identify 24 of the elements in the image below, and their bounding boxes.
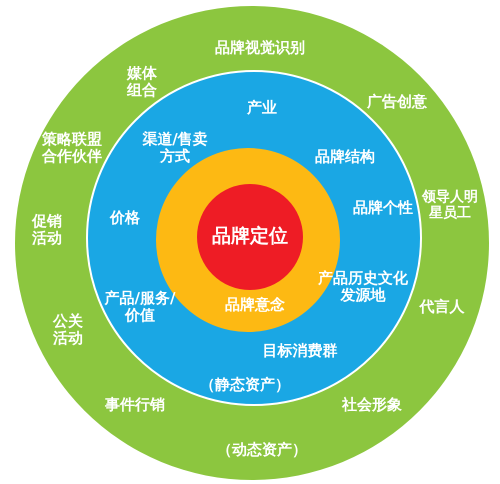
ring-label: 品牌结构: [314, 148, 376, 166]
ring-label: 策略联盟合作伙伴: [40, 130, 103, 166]
center-circle: [197, 184, 303, 290]
ring-label: 领导人明星员工: [420, 188, 479, 222]
outer-ring: [15, 6, 489, 480]
ring-label: 媒体组合: [126, 64, 158, 100]
ring-label: 价格: [108, 209, 141, 227]
ring-label: 事件行销: [104, 396, 166, 414]
ring-label: 品牌视觉识别: [214, 39, 306, 57]
ring-label: 品牌个性: [352, 199, 414, 217]
ring-label: 品牌意念: [224, 296, 286, 314]
ring-label: 渠道/售卖方式: [141, 130, 209, 166]
ring-label: 广告创意: [366, 93, 428, 111]
ring-label: 产品/服务/价值: [104, 290, 176, 324]
ring-label: （静态资产）: [199, 376, 291, 394]
ring-label: 公关活动: [52, 312, 84, 348]
ring-label: （动态资产）: [216, 441, 308, 459]
center-title: 品牌定位: [211, 226, 289, 248]
ring-label: 社会形象: [340, 396, 403, 414]
ring-label: 目标消费群: [262, 342, 338, 360]
ring-label: 产品历史文化发源地: [317, 270, 409, 304]
ring-label: 产业: [246, 99, 278, 117]
ring-label: 代言人: [418, 298, 466, 316]
ring-label: 促销活动: [30, 212, 63, 248]
